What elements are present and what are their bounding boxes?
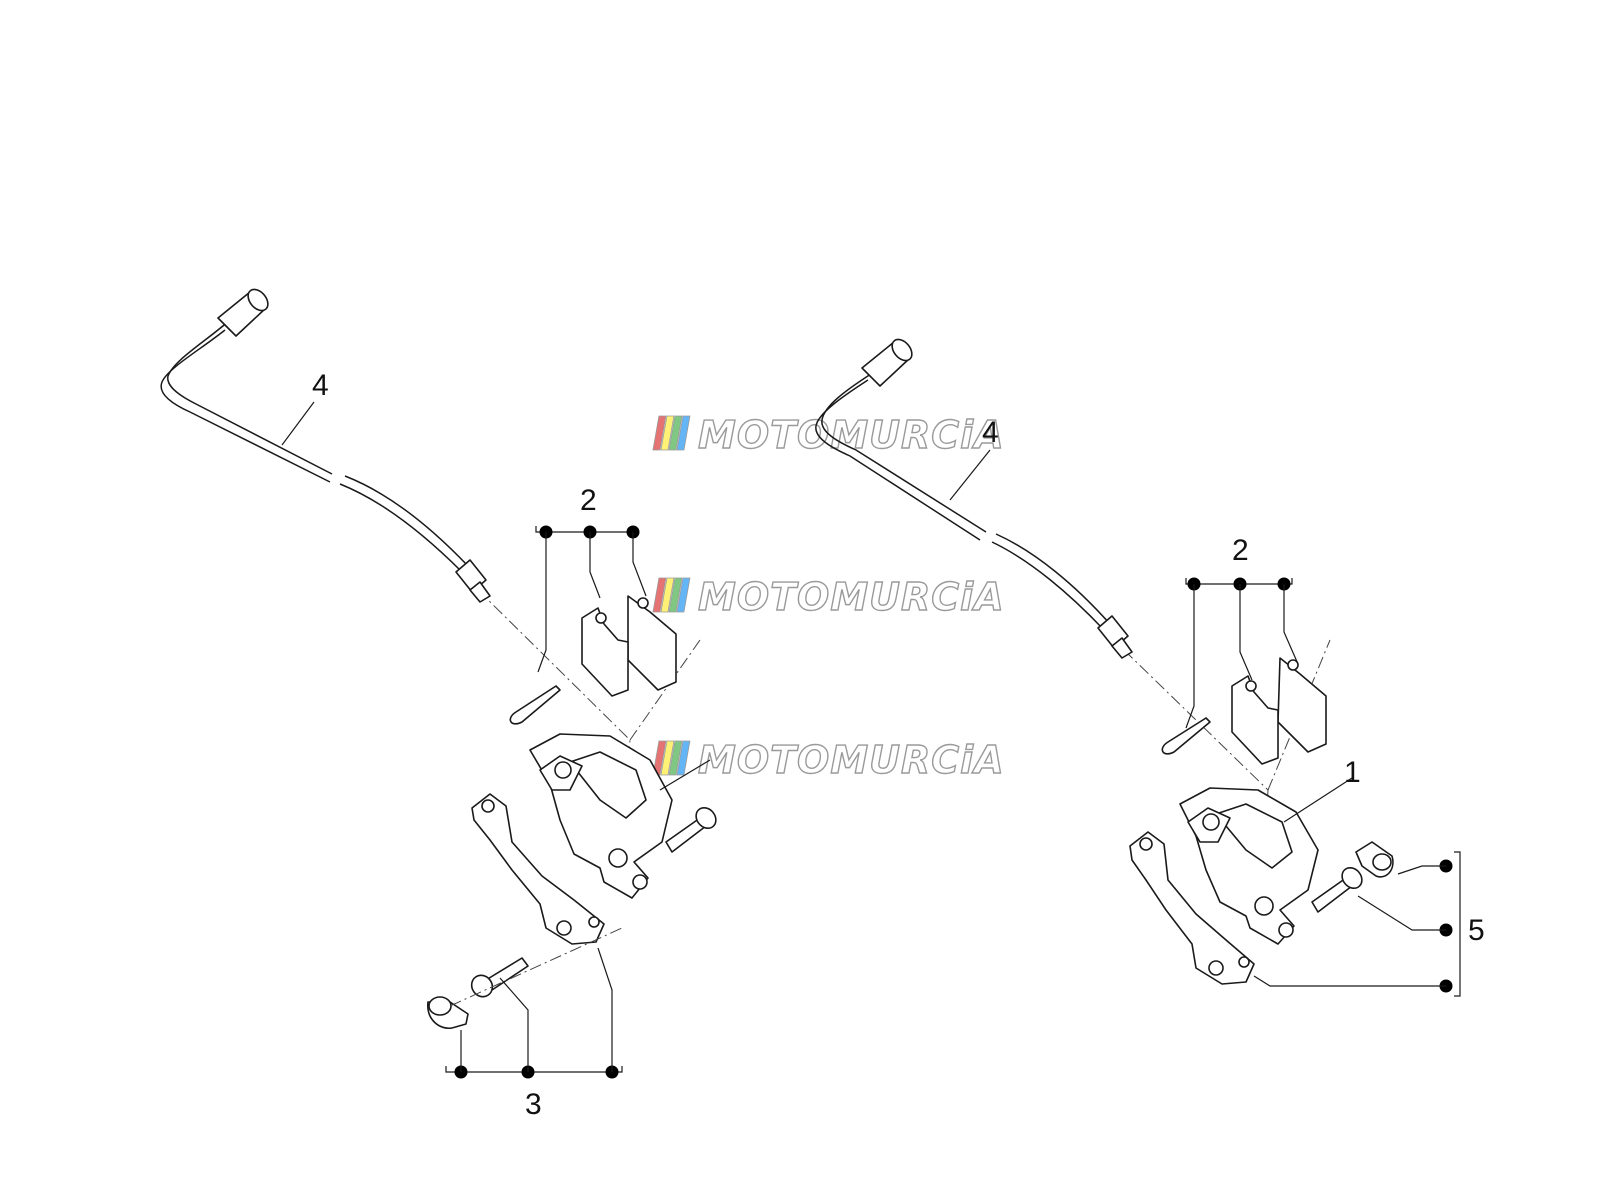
watermark-3: MOTOMURCiA	[652, 737, 1005, 783]
right-pad-front	[1231, 675, 1279, 765]
left-pad-rear	[627, 595, 677, 691]
left-adapter-bracket	[471, 793, 605, 945]
left-hose-end-cap-icon	[217, 288, 269, 337]
right-adapter-bracket	[1129, 831, 1255, 985]
watermark-1: MOTOMURCiA	[652, 412, 1005, 458]
right-pads-callout: 2	[1185, 534, 1299, 729]
right-hose-end-cap-icon	[861, 338, 913, 387]
watermark-text: MOTOMURCiA	[698, 738, 1005, 782]
right-brake-pads	[1231, 657, 1327, 765]
watermark-2: MOTOMURCiA	[652, 574, 1005, 620]
callout-right-mount: 5	[1468, 914, 1485, 947]
right-pad-rear	[1277, 657, 1327, 753]
right-brake-caliper	[1179, 787, 1319, 945]
left-pad-front	[581, 607, 629, 697]
callout-right-caliper: 1	[1344, 756, 1361, 789]
right-hose-fitting-icon	[1097, 615, 1133, 659]
left-mounting-bolt-icon	[470, 957, 529, 998]
left-hose-fitting-icon	[455, 559, 491, 603]
left-caliper-bolt-icon	[665, 806, 717, 853]
left-bolt-axis	[449, 927, 623, 1007]
right-caliper-bolt-icon	[1311, 866, 1363, 913]
left-brake-pads	[581, 595, 677, 697]
callout-right-pads: 2	[1232, 534, 1249, 567]
left-brake-caliper	[529, 733, 673, 899]
left-washer-icon	[427, 996, 469, 1029]
callout-left-hose: 4	[312, 369, 329, 402]
callout-right-hose: 4	[982, 416, 999, 449]
callout-left-mount: 3	[525, 1088, 542, 1121]
watermark-stripes-icon	[652, 740, 691, 776]
watermark-stripes-icon	[652, 577, 691, 613]
watermark-text: MOTOMURCiA	[698, 575, 1005, 619]
right-mount-callout: 5	[1253, 851, 1485, 997]
left-brake-hose	[160, 288, 491, 603]
left-pads-callout: 2	[535, 484, 647, 673]
watermark-text: MOTOMURCiA	[698, 413, 1005, 457]
left-mount-callout: 3	[445, 947, 623, 1121]
right-brake-hose	[815, 338, 1133, 659]
callout-left-pads: 2	[580, 484, 597, 517]
left-cotter-pin-icon	[509, 685, 561, 725]
right-cotter-pin-icon	[1161, 717, 1211, 755]
watermark-stripes-icon	[652, 415, 691, 451]
right-assembly: 4 2 1 5	[815, 338, 1485, 997]
left-assembly: 4 2 3	[160, 288, 717, 1121]
right-washer-icon	[1355, 841, 1394, 878]
